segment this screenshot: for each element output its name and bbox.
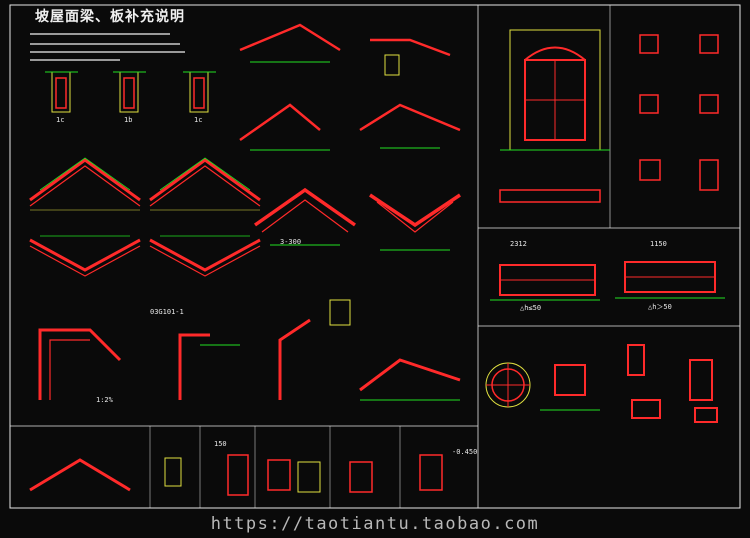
bottom-strip-details — [29, 454, 443, 496]
spec-code-label: 03G101-1 — [150, 308, 184, 316]
slope-detail-5 — [370, 38, 451, 76]
slope-detail-4 — [239, 23, 341, 63]
corner-detail-sections — [639, 34, 719, 191]
slope-condition-2: △h＞50 — [648, 303, 672, 311]
beam-column-joint-1 — [38, 328, 122, 400]
beam-column-joint-2 — [178, 333, 240, 400]
column-t-section — [627, 344, 661, 419]
slope-condition-1: △h≤50 — [520, 304, 542, 312]
slope-detail-6 — [239, 103, 330, 151]
label-1c-right: 1c — [194, 116, 203, 124]
label-1c-left: 1c — [56, 116, 65, 124]
ratio-label: 1:2% — [96, 396, 113, 404]
slope-detail-7 — [359, 103, 461, 149]
valley-slab-detail-1 — [29, 235, 141, 277]
drawing-title: 坡屋面梁、板补充说明 — [35, 9, 185, 25]
ridge-detail-8 — [253, 187, 357, 246]
valley-slab-detail-2 — [149, 235, 261, 277]
level-label: -0.450 — [452, 448, 478, 456]
beam-column-joint-4 — [359, 358, 461, 401]
ridge-slab-detail-2 — [149, 157, 261, 211]
valley-detail-8 — [369, 193, 461, 251]
column-square-section — [540, 364, 600, 411]
dim-label-4: 150 — [214, 440, 227, 448]
parapet-detail-left — [490, 264, 600, 301]
beam-section-1b — [113, 71, 146, 113]
dim-label-1: 2312 — [510, 240, 527, 248]
column-l-section — [689, 359, 718, 423]
dim-label-2: 1150 — [650, 240, 667, 248]
window-elevation — [499, 29, 610, 203]
label-1b: 1b — [124, 116, 133, 124]
parapet-detail-right — [615, 261, 725, 299]
beam-section-1c-2 — [183, 71, 216, 113]
bottom-strip-dividers — [149, 426, 401, 508]
dim-label-3: 3-300 — [280, 238, 302, 246]
column-round-section — [485, 362, 531, 408]
general-notes — [30, 33, 185, 61]
watermark-url: https://taotiantu.taobao.com — [210, 514, 540, 534]
beam-column-joint-3 — [278, 299, 351, 400]
ridge-slab-detail-1 — [29, 157, 141, 211]
outer-frame — [9, 4, 741, 509]
beam-section-1c — [45, 71, 78, 113]
